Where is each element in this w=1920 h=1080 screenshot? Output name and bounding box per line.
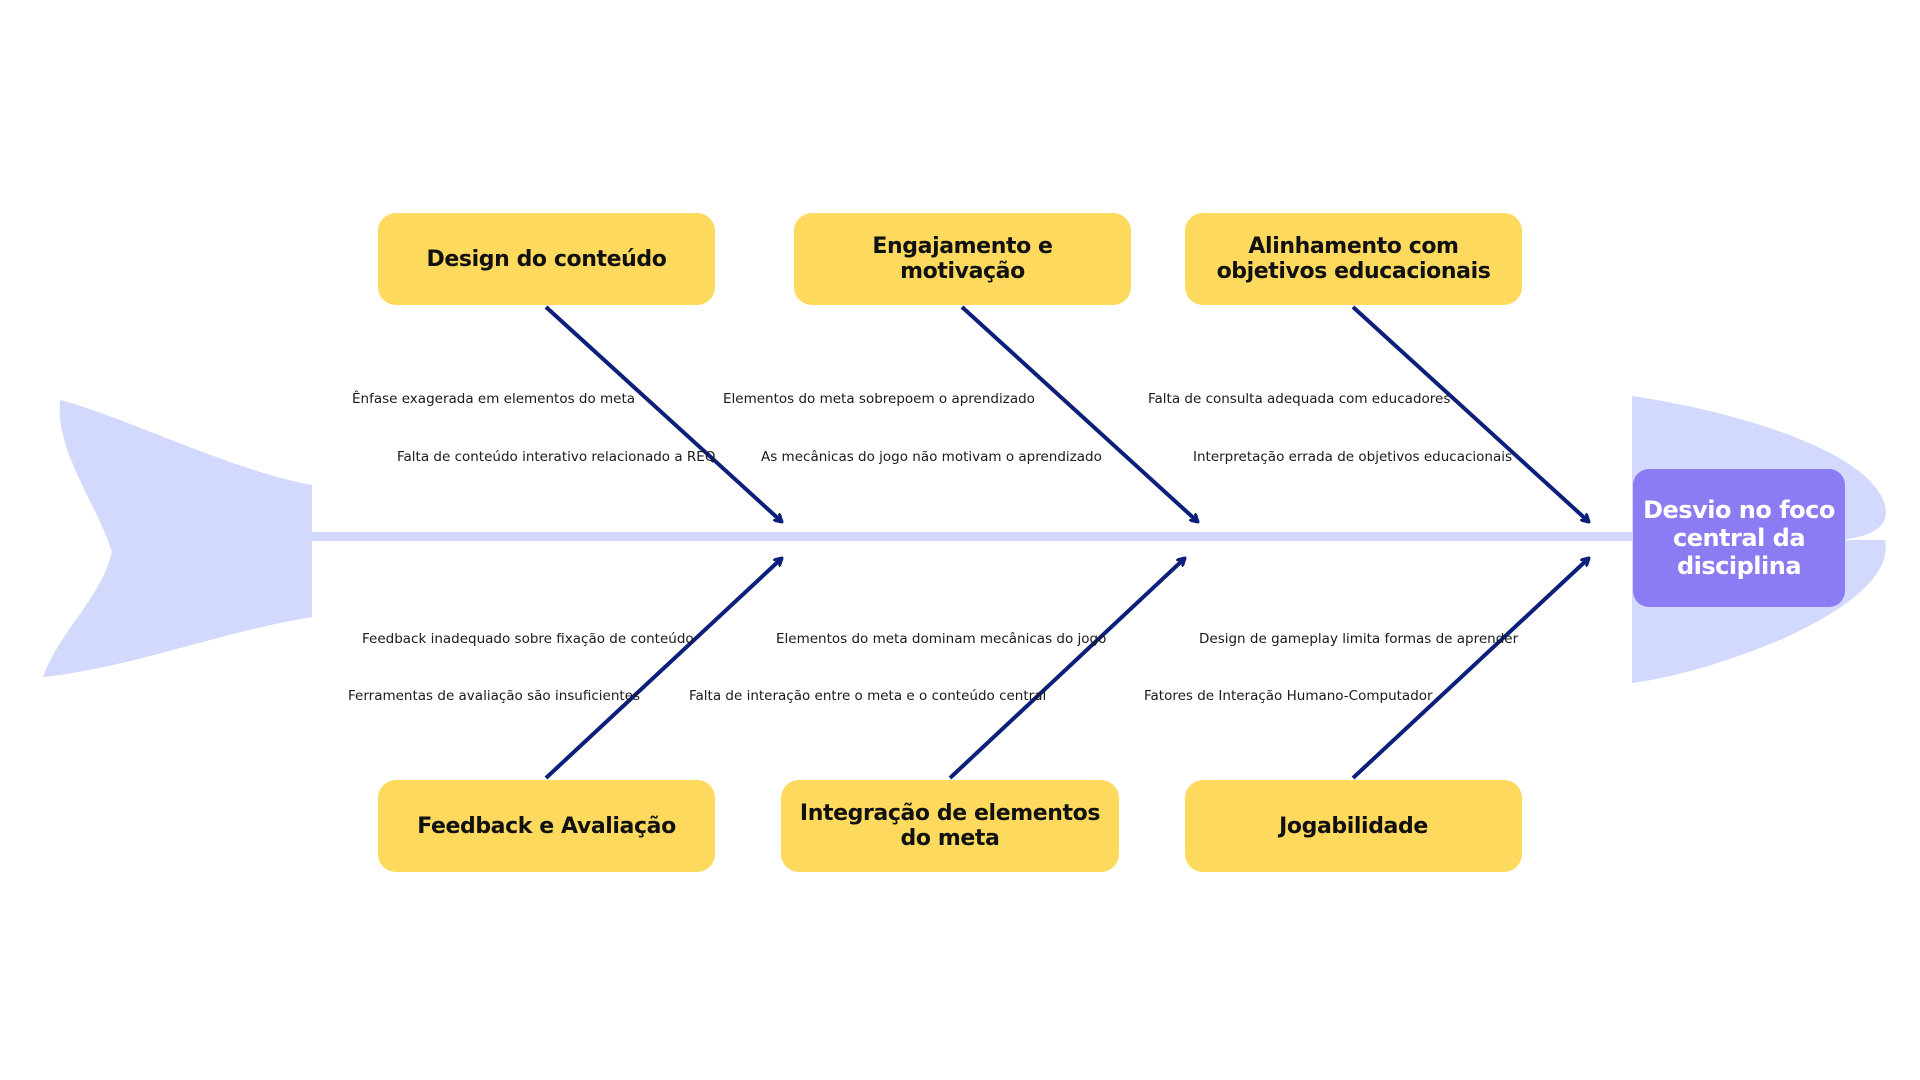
cause-item: Feedback inadequado sobre fixação de con… — [362, 631, 694, 647]
cause-item: Fatores de Interação Humano-Computador — [1144, 688, 1433, 704]
fish-tail — [43, 400, 312, 677]
fish-spine — [312, 532, 1642, 541]
category-engajamento-e-motivacao: Engajamento e motivação — [794, 213, 1131, 305]
category-feedback-e-avaliacao: Feedback e Avaliação — [378, 780, 715, 872]
cause-item: As mecânicas do jogo não motivam o apren… — [761, 449, 1102, 465]
cause-item: Interpretação errada de objetivos educac… — [1193, 449, 1513, 465]
bone-arrow-integracao — [948, 558, 1185, 780]
category-alinhamento-objetivos: Alinhamento com objetivos educacionais — [1185, 213, 1522, 305]
cause-item: Falta de interação entre o meta e o cont… — [689, 688, 1047, 704]
bone-arrow-engajamento — [960, 305, 1198, 522]
cause-item: Ênfase exagerada em elementos do meta — [352, 391, 636, 407]
effect-head-box: Desvio no foco central da disciplina — [1633, 469, 1845, 607]
category-label: Alinhamento com objetivos educacionais — [1216, 234, 1491, 284]
category-label: Engajamento e motivação — [872, 234, 1053, 284]
category-label: Integração de elementos do meta — [799, 801, 1101, 851]
bone-arrow-alinhamento — [1351, 305, 1589, 522]
cause-item: Falta de consulta adequada com educadore… — [1148, 391, 1451, 407]
cause-item: Elementos do meta sobrepoem o aprendizad… — [723, 391, 1035, 407]
category-label: Jogabilidade — [1279, 813, 1428, 839]
bone-arrow-jogabilidade — [1351, 558, 1589, 780]
bone-arrow-feedback — [544, 558, 782, 780]
cause-item: Elementos do meta dominam mecânicas do j… — [776, 631, 1107, 647]
cause-item: Falta de conteúdo interativo relacionado… — [397, 449, 716, 465]
category-label: Design do conteúdo — [426, 246, 667, 272]
effect-label: Desvio no foco central da disciplina — [1643, 496, 1835, 580]
bone-arrow-design-do-conteudo — [544, 305, 782, 522]
category-jogabilidade: Jogabilidade — [1185, 780, 1522, 872]
category-design-do-conteudo: Design do conteúdo — [378, 213, 715, 305]
cause-item: Design de gameplay limita formas de apre… — [1199, 631, 1519, 647]
category-label: Feedback e Avaliação — [417, 813, 676, 839]
cause-item: Ferramentas de avaliação são insuficient… — [348, 688, 641, 704]
category-integracao-elementos-meta: Integração de elementos do meta — [781, 780, 1119, 872]
